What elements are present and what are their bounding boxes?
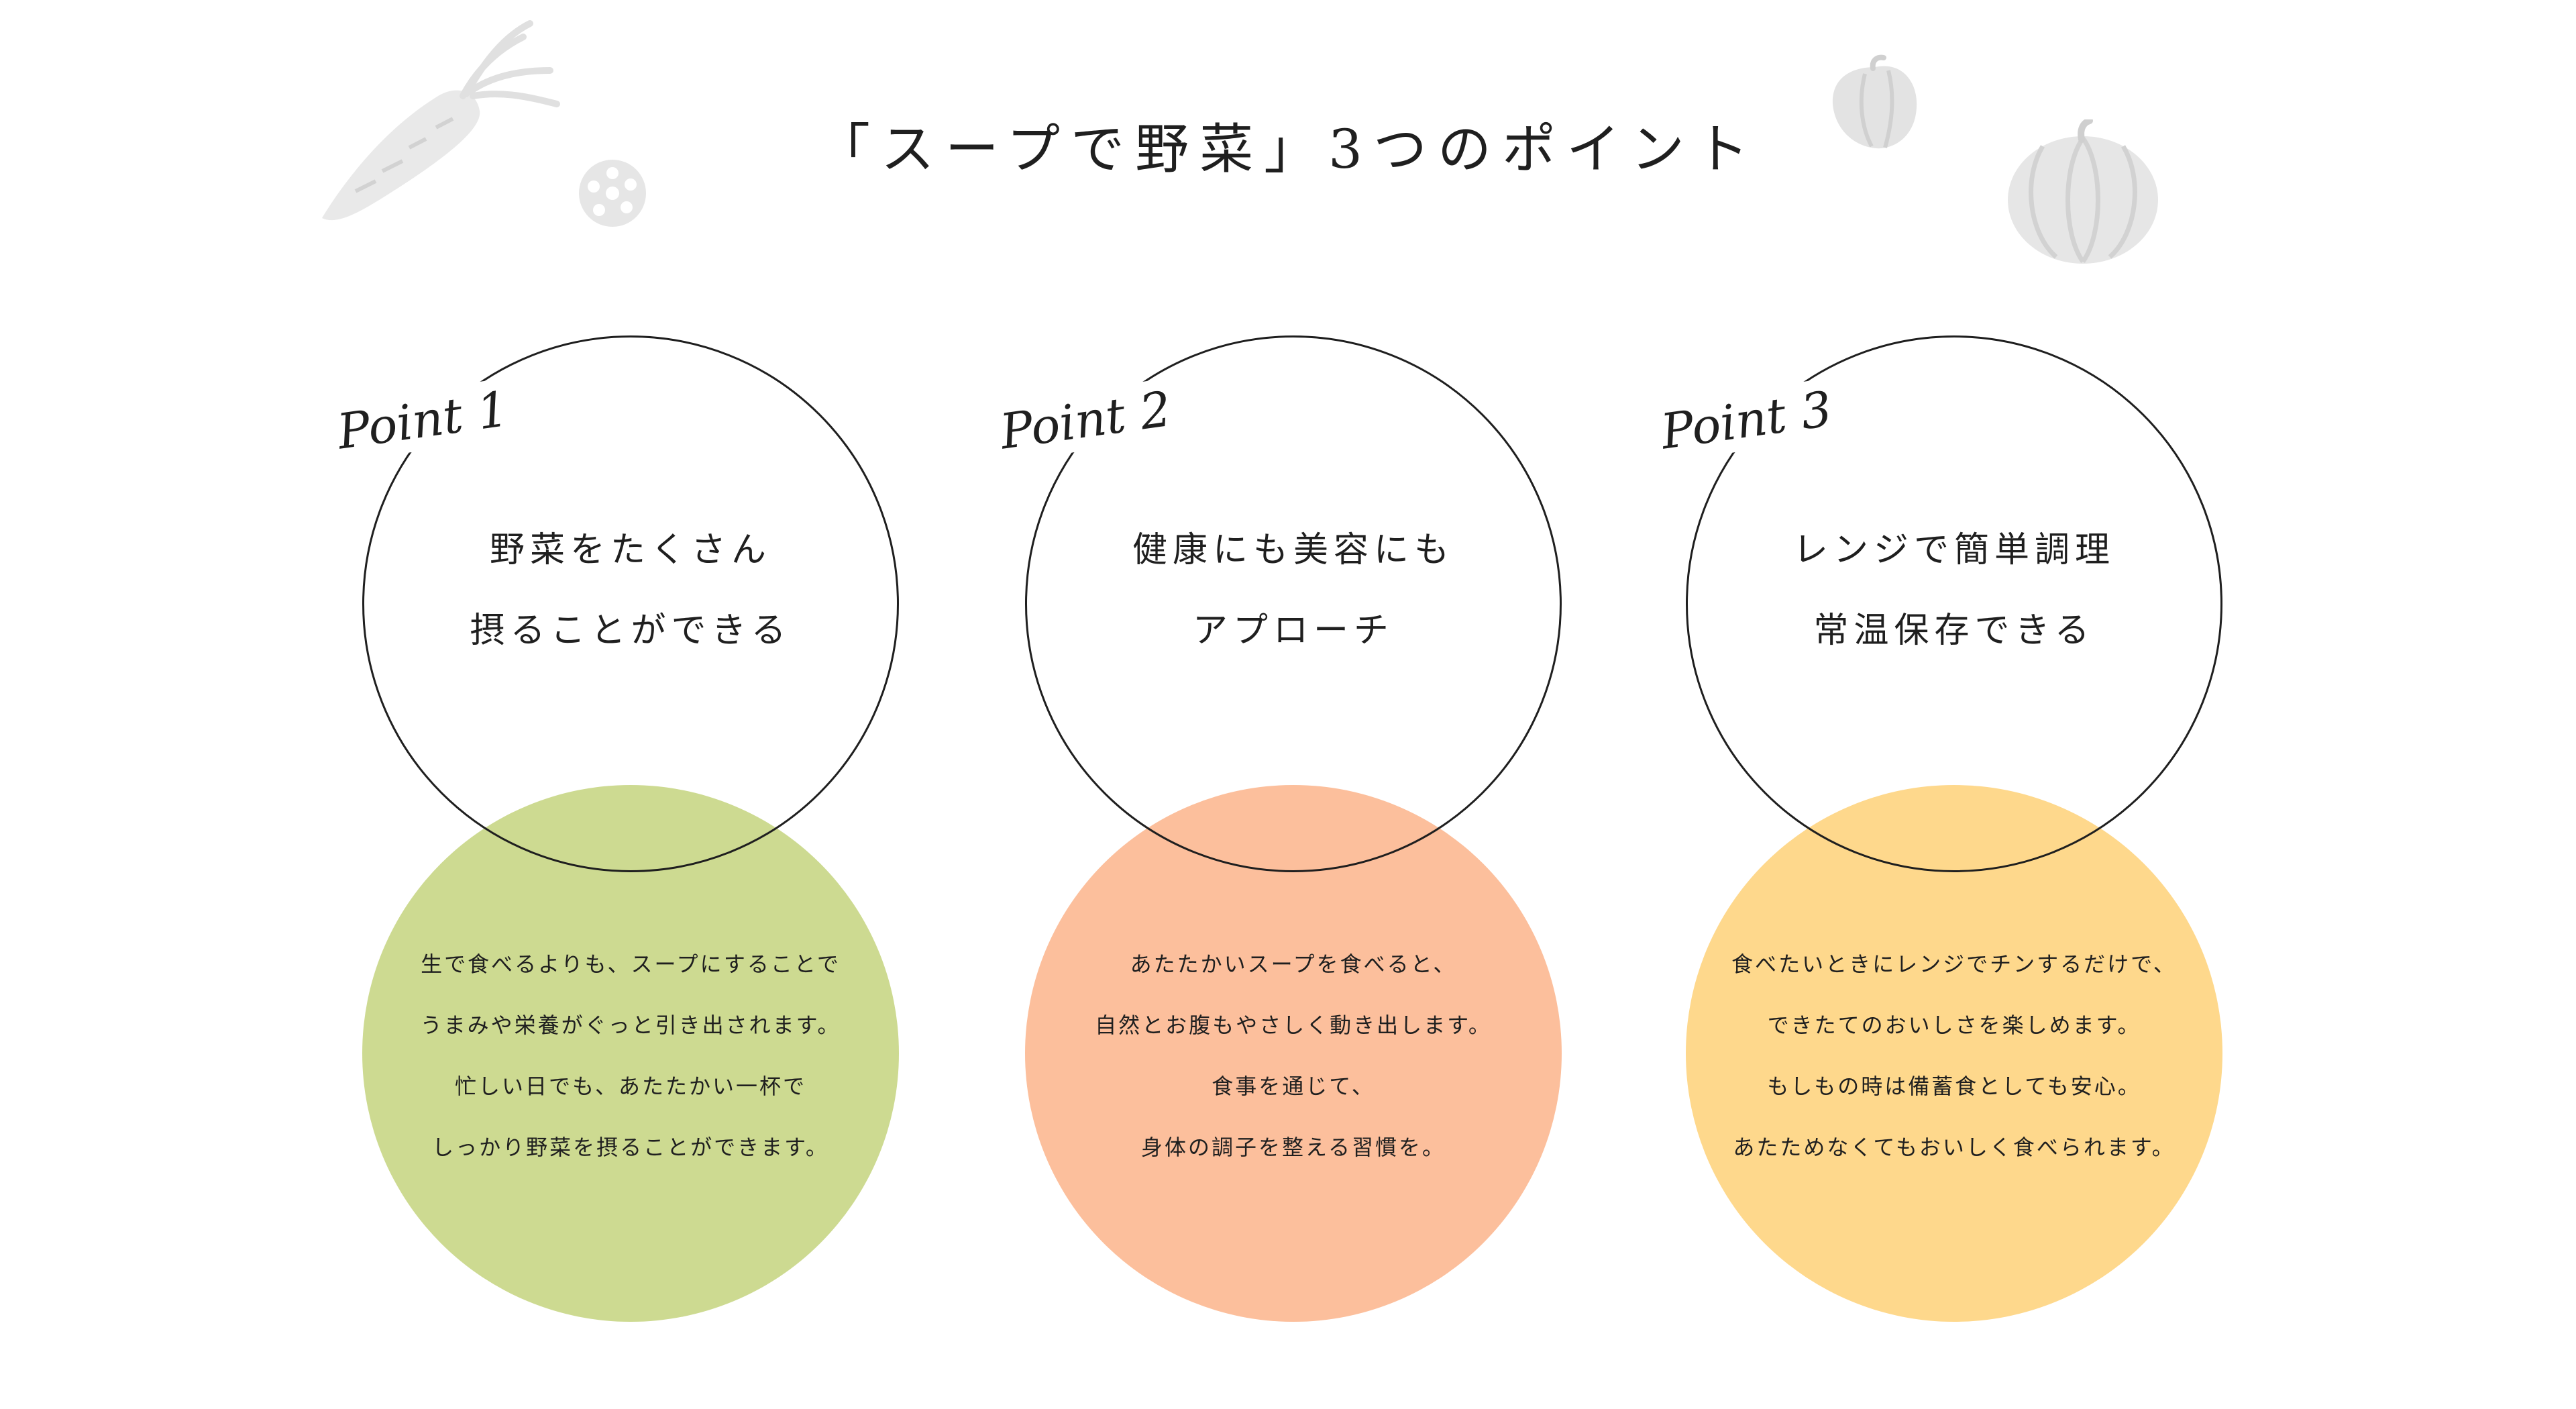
point-3-description-line-3: もしもの時は備蓄食としても安心。	[1767, 1074, 2141, 1099]
point-2-description-line-2: 自然とお腹もやさしく動き出します。	[1095, 1012, 1492, 1038]
bell-pepper-icon	[1832, 54, 1917, 149]
point-3-heading: レンジで簡単調理 常温保存できる	[1686, 510, 2222, 671]
point-2-heading-line-1: 健康にも美容にも	[1132, 530, 1454, 570]
point-2-description-line-3: 食事を通じて、	[1212, 1074, 1375, 1099]
point-1-description-line-4: しっかり野菜を摂ることができます。	[432, 1135, 829, 1160]
point-3-heading-line-1: レンジで簡単調理	[1792, 530, 2115, 570]
point-2-description: あたたかいスープを食べると、 自然とお腹もやさしく動き出します。 食事を通じて、…	[1025, 934, 1562, 1178]
point-3-color-circle	[1686, 785, 2222, 1322]
point-3-outline-circle	[1686, 335, 2222, 872]
point-1-description-line-1: 生で食べるよりも、スープにすることで	[421, 951, 841, 977]
lotus-root-icon	[579, 160, 646, 227]
carrot-illustration	[302, 17, 570, 231]
point-1-heading: 野菜をたくさん 摂ることができる	[362, 510, 899, 671]
point-1-description-line-2: うまみや栄養がぐっと引き出されます。	[420, 1012, 841, 1038]
point-2-color-circle	[1025, 785, 1562, 1322]
point-1-description-line-3: 忙しい日でも、あたたかい一杯で	[454, 1074, 807, 1099]
pumpkin-illustration	[2002, 119, 2163, 267]
point-2-heading-line-2: アプローチ	[1192, 611, 1394, 651]
point-3-description-line-4: あたためなくてもおいしく食べられます。	[1733, 1135, 2176, 1160]
point-1-color-circle	[362, 785, 899, 1322]
pumpkin-icon	[2008, 119, 2158, 264]
page-title: 「スープで野菜」3つのポイント	[816, 118, 1760, 180]
point-3-heading-line-2: 常温保存できる	[1813, 611, 2095, 651]
point-1-outline-circle	[362, 335, 899, 872]
point-2-heading: 健康にも美容にも アプローチ	[1025, 510, 1562, 671]
point-1-description: 生で食べるよりも、スープにすることで うまみや栄養がぐっと引き出されます。 忙し…	[362, 934, 899, 1178]
point-1-heading-line-2: 摂ることができる	[470, 611, 792, 651]
point-2-description-line-1: あたたかいスープを食べると、	[1130, 951, 1457, 977]
point-3-description-line-1: 食べたいときにレンジでチンするだけで、	[1731, 951, 2177, 977]
bell-pepper-illustration	[1825, 54, 1925, 154]
point-2-description-line-4: 身体の調子を整える習慣を。	[1140, 1135, 1446, 1160]
carrot-icon	[322, 20, 560, 221]
point-3-description: 食べたいときにレンジでチンするだけで、 できたてのおいしさを楽しめます。 もしも…	[1686, 934, 2222, 1178]
point-2-outline-circle	[1025, 335, 1562, 872]
lotus-root-illustration	[576, 156, 649, 230]
point-1-heading-line-1: 野菜をたくさん	[489, 530, 771, 570]
point-3-description-line-2: できたてのおいしさを楽しめます。	[1767, 1012, 2141, 1038]
